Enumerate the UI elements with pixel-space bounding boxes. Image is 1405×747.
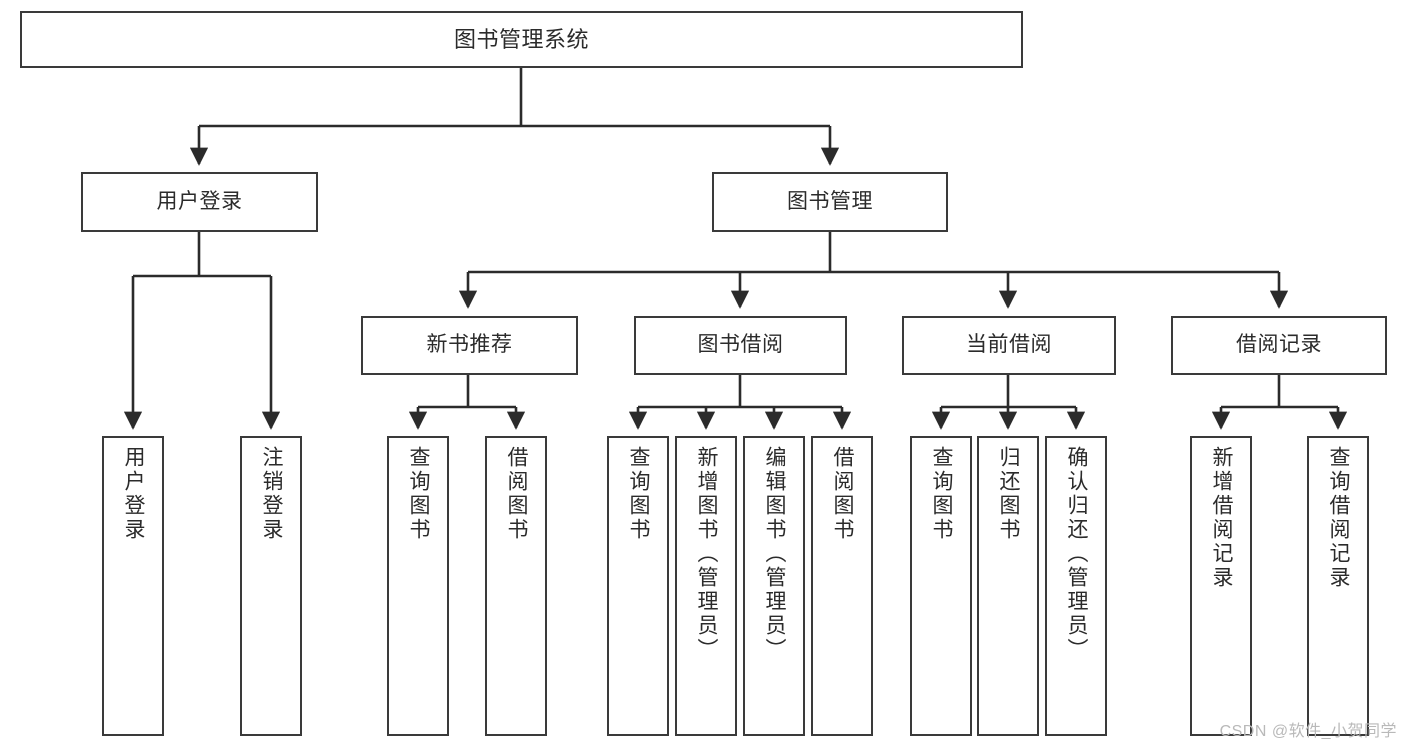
node-user-login[interactable]: 用户登录 <box>81 172 318 232</box>
node-label: 借阅记录 <box>1236 333 1322 357</box>
node-leaf-add-borrow-record[interactable]: 新增借阅记录 <box>1190 436 1252 736</box>
node-label: 编辑图书（管理员） <box>763 446 787 662</box>
node-label: 借阅图书 <box>831 446 855 542</box>
node-current-borrow[interactable]: 当前借阅 <box>902 316 1116 375</box>
node-book-borrow[interactable]: 图书借阅 <box>634 316 847 375</box>
node-label: 图书管理 <box>787 189 873 213</box>
node-book-management-system[interactable]: 图书管理系统 <box>20 11 1023 68</box>
node-label: 归还图书 <box>997 446 1021 542</box>
node-label: 查询图书 <box>407 446 431 542</box>
node-label: 当前借阅 <box>966 333 1052 357</box>
node-label: 借阅图书 <box>505 446 529 542</box>
node-leaf-edit-book[interactable]: 编辑图书（管理员） <box>743 436 805 736</box>
node-leaf-query-book-borrow[interactable]: 查询图书 <box>607 436 669 736</box>
node-new-book-recommend[interactable]: 新书推荐 <box>361 316 578 375</box>
csdn-watermark: CSDN @软件_小贺同学 <box>1219 723 1397 740</box>
node-label: 确认归还（管理员） <box>1065 446 1089 662</box>
node-leaf-user-login[interactable]: 用户登录 <box>102 436 164 736</box>
node-label: 新书推荐 <box>426 333 513 357</box>
node-label: 用户登录 <box>156 189 243 213</box>
node-leaf-query-book-recommend[interactable]: 查询图书 <box>387 436 449 736</box>
node-label: 新增借阅记录 <box>1210 446 1234 590</box>
node-leaf-borrow-book[interactable]: 借阅图书 <box>811 436 873 736</box>
node-leaf-add-book[interactable]: 新增图书（管理员） <box>675 436 737 736</box>
node-label: 用户登录 <box>122 446 146 542</box>
node-leaf-query-book-current[interactable]: 查询图书 <box>910 436 972 736</box>
node-label: 新增图书（管理员） <box>695 446 719 662</box>
node-leaf-return-book[interactable]: 归还图书 <box>977 436 1039 736</box>
node-leaf-query-borrow-record[interactable]: 查询借阅记录 <box>1307 436 1369 736</box>
node-label: 注销登录 <box>260 446 284 542</box>
node-label: 查询图书 <box>627 446 651 542</box>
node-label: 查询图书 <box>930 446 954 542</box>
node-leaf-borrow-book-recommend[interactable]: 借阅图书 <box>485 436 547 736</box>
node-borrow-record[interactable]: 借阅记录 <box>1171 316 1387 375</box>
node-leaf-logout-login[interactable]: 注销登录 <box>240 436 302 736</box>
node-label: 图书管理系统 <box>453 26 589 52</box>
node-book-management[interactable]: 图书管理 <box>712 172 948 232</box>
node-leaf-confirm-return[interactable]: 确认归还（管理员） <box>1045 436 1107 736</box>
node-label: 查询借阅记录 <box>1327 446 1351 590</box>
node-label: 图书借阅 <box>697 333 784 357</box>
